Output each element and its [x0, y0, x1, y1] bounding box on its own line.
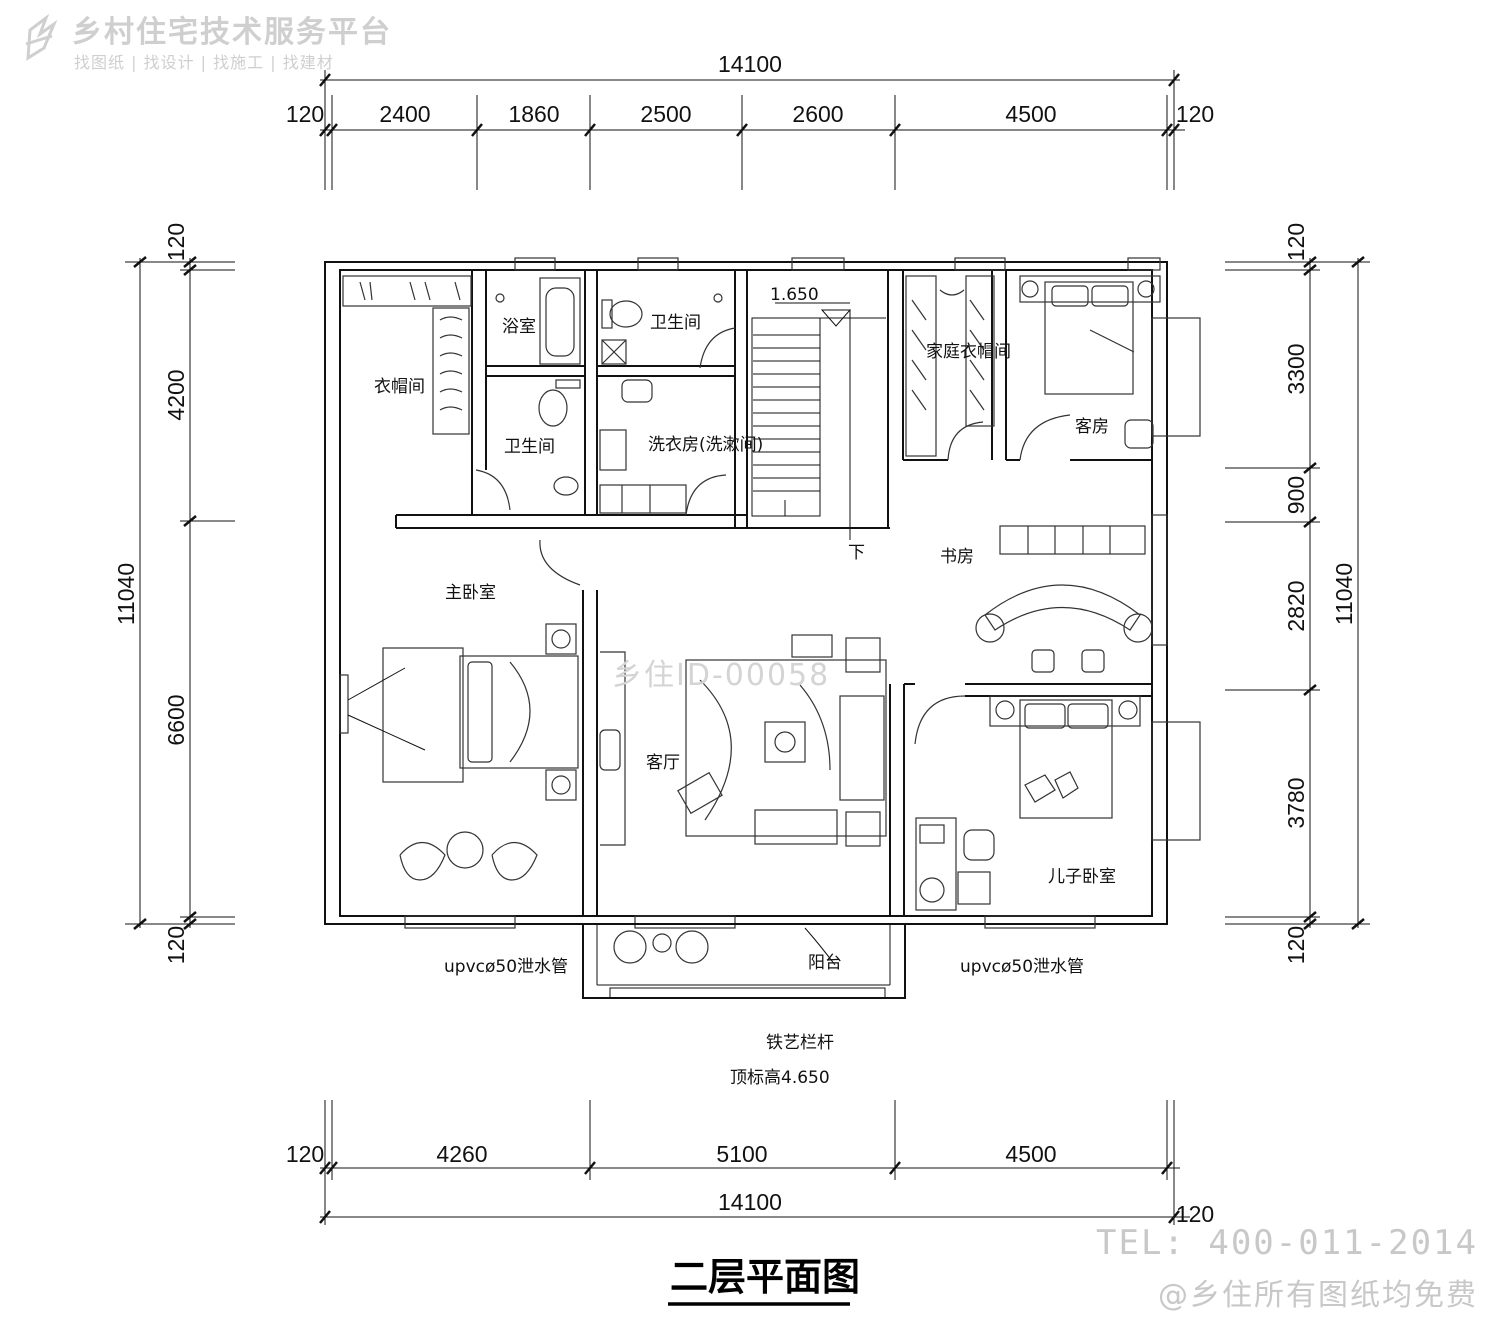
top-dimension-lines — [319, 70, 1185, 190]
balcony — [582, 923, 906, 999]
room-label-toilet-left: 卫生间 — [504, 437, 555, 457]
stair-level-label: 1.650 — [770, 285, 819, 305]
top-edge-left-dimension: 120 — [286, 101, 324, 127]
right-segment-1: 3300 — [1283, 343, 1309, 394]
left-edge-top-dimension: 120 — [163, 223, 189, 261]
phone-watermark: TEL: 400-011-2014 — [1096, 1223, 1478, 1263]
platform-tagline: 找图纸 | 找设计 | 找施工 | 找建材 — [74, 53, 334, 72]
guest-room-bed — [1019, 275, 1161, 461]
drain-pipe-note-right: upvcø50泄水管 — [960, 957, 1084, 977]
top-segment-2: 1860 — [508, 101, 559, 127]
top-segment-4: 2600 — [792, 101, 843, 127]
top-segment-1: 2400 — [379, 101, 430, 127]
bottom-segment-3: 4500 — [1005, 1141, 1056, 1167]
study-furniture — [975, 525, 1153, 673]
left-edge-bottom-dimension: 120 — [163, 926, 189, 964]
top-edge-right-dimension: 120 — [1176, 101, 1214, 127]
bottom-total-dimension: 14100 — [718, 1189, 782, 1215]
drawing-title: 二层平面图 — [670, 1255, 860, 1299]
left-total-dimension: 11040 — [113, 563, 139, 625]
room-label-master-bedroom: 主卧室 — [445, 583, 496, 603]
bottom-edge-right-dimension: 120 — [1176, 1201, 1214, 1227]
right-total-dimension: 11040 — [1331, 563, 1357, 625]
toilet-top — [601, 293, 736, 369]
top-segment-5: 4500 — [1005, 101, 1056, 127]
right-segment-4: 3780 — [1283, 777, 1309, 828]
room-label-cloakroom: 衣帽间 — [374, 377, 425, 397]
left-segment-2: 6600 — [163, 694, 189, 745]
room-label-family-closet: 家庭衣帽间 — [926, 342, 1011, 362]
drain-pipe-note-left: upvcø50泄水管 — [444, 957, 568, 977]
top-total-dimension: 14100 — [718, 51, 782, 77]
laundry-fixtures — [599, 379, 727, 516]
living-room-furniture — [599, 634, 887, 847]
master-bedroom-furniture — [347, 539, 581, 881]
platform-logo — [25, 13, 58, 61]
room-label-son-bedroom: 儿子卧室 — [1048, 867, 1116, 887]
room-label-study: 书房 — [940, 547, 974, 567]
interior-walls — [395, 270, 1152, 916]
top-segment-3: 2500 — [640, 101, 691, 127]
room-label-laundry: 洗衣房(洗漱间) — [648, 435, 763, 455]
room-label-guest-room: 客房 — [1075, 417, 1109, 437]
left-dimension-lines — [125, 256, 235, 930]
room-label-balcony: 阳台 — [808, 953, 842, 973]
bottom-dimension-lines — [319, 1100, 1190, 1225]
right-edge-bottom-dimension: 120 — [1283, 926, 1309, 964]
right-dimension-lines — [1225, 256, 1370, 930]
free-drawings-watermark: @乡住所有图纸均免费 — [1158, 1278, 1478, 1313]
platform-logo-text: 乡村住宅技术服务平台 — [72, 15, 392, 50]
railing-note: 铁艺栏杆 — [766, 1033, 834, 1053]
center-watermark: 乡住ID-00058 — [612, 658, 830, 693]
bottom-edge-left-dimension: 120 — [286, 1141, 324, 1167]
room-label-toilet-top: 卫生间 — [650, 313, 701, 333]
bottom-segment-2: 5100 — [716, 1141, 767, 1167]
family-closet-fixtures — [905, 275, 995, 461]
windows — [339, 257, 1201, 929]
staircase — [751, 302, 886, 540]
bottom-segment-1: 4260 — [436, 1141, 487, 1167]
left-segment-1: 4200 — [163, 369, 189, 420]
right-segment-3: 2820 — [1283, 580, 1309, 631]
toilet-left — [475, 379, 581, 511]
room-label-living-room: 客厅 — [646, 753, 680, 773]
cloakroom-wardrobe — [342, 275, 472, 435]
room-label-bath: 浴室 — [502, 317, 536, 337]
right-edge-top-dimension: 120 — [1283, 223, 1309, 261]
stair-down-label: 下 — [848, 543, 865, 563]
top-level-note: 顶标高4.650 — [730, 1068, 830, 1088]
bathtub — [495, 277, 581, 365]
right-segment-2: 900 — [1283, 476, 1309, 514]
son-bedroom-furniture — [914, 695, 1141, 911]
